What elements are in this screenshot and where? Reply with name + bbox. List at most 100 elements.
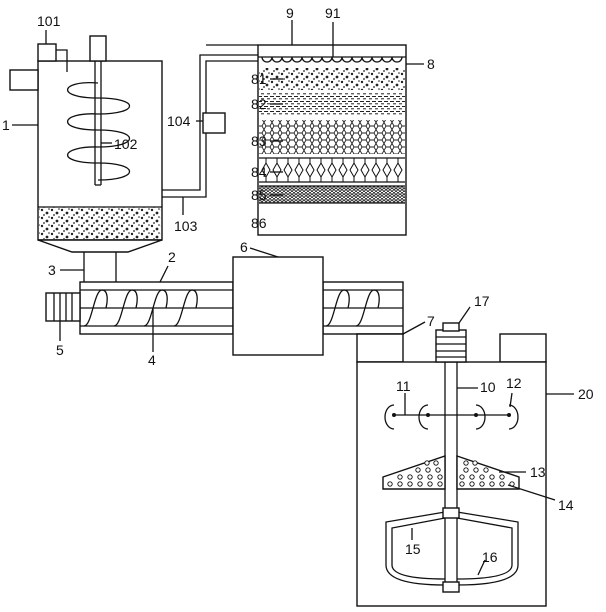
- component-104: [202, 112, 226, 134]
- label-103: 103: [174, 218, 198, 234]
- label-20: 20: [578, 386, 594, 402]
- distributor-hole: [459, 481, 465, 487]
- tank-1-cone: [37, 239, 163, 253]
- label-101: 101: [37, 13, 61, 29]
- distributor-hole: [427, 481, 433, 487]
- distributor-hole: [463, 467, 469, 473]
- distributor-hole: [489, 474, 495, 480]
- distributor-hole: [437, 474, 443, 480]
- label-6: 6: [240, 239, 248, 255]
- distributor-hole: [424, 460, 430, 466]
- label-5: 5: [56, 342, 64, 358]
- distributor-hole: [479, 481, 485, 487]
- label-9: 9: [286, 5, 294, 21]
- pipe-103: [162, 44, 258, 198]
- tank-1: [9, 35, 163, 253]
- label-14: 14: [558, 497, 574, 513]
- layer-84-diamond: [283, 161, 293, 179]
- distributor-hole: [417, 474, 423, 480]
- distributor-hole: [407, 474, 413, 480]
- label-82: 82: [251, 96, 267, 112]
- label-81: 81: [251, 71, 267, 87]
- label-85: 85: [251, 187, 267, 203]
- layer-84-diamond: [349, 161, 359, 179]
- distributor-hole: [435, 467, 441, 473]
- distributor-hole: [407, 481, 413, 487]
- paddles-11: [384, 404, 519, 430]
- layer-81: [259, 68, 405, 90]
- inlet-pipe: [9, 69, 39, 91]
- filter-box-8: [257, 44, 407, 236]
- distributor-hole: [489, 481, 495, 487]
- distributor-hole: [437, 481, 443, 487]
- screw-4: [83, 289, 198, 327]
- label-13: 13: [530, 464, 546, 480]
- layer-82: [259, 92, 405, 116]
- label-86: 86: [251, 215, 267, 231]
- label-12: 12: [506, 375, 522, 391]
- leader-lines: [12, 20, 574, 576]
- distributor-hole: [459, 474, 465, 480]
- motor-5: [45, 292, 81, 322]
- distributor-hole: [415, 467, 421, 473]
- spray-nozzles-91: [261, 56, 403, 63]
- distributor-hole: [499, 474, 505, 480]
- distributor-hole: [417, 481, 423, 487]
- label-7: 7: [427, 313, 435, 329]
- tank-20: [356, 322, 547, 607]
- box-6: [232, 256, 324, 356]
- label-1: 1: [2, 117, 10, 133]
- distributor-hole: [397, 481, 403, 487]
- layer-84-diamond: [261, 161, 271, 179]
- distributor-hole: [463, 460, 469, 466]
- layer-86: [259, 204, 405, 234]
- label-15: 15: [405, 541, 421, 557]
- distributor-hole: [483, 467, 489, 473]
- layer-84-diamond: [360, 161, 370, 179]
- distributor-hole: [397, 474, 403, 480]
- label-10: 10: [480, 379, 496, 395]
- label-3: 3: [48, 262, 56, 278]
- layer-84-diamond: [382, 161, 392, 179]
- tank-1-sediment: [39, 207, 161, 239]
- label-2: 2: [168, 249, 176, 265]
- label-16: 16: [482, 549, 498, 565]
- anchor-stirrer-15: [385, 507, 519, 593]
- distributor-hole: [473, 467, 479, 473]
- layer-83: [259, 120, 405, 154]
- label-17: 17: [474, 293, 490, 309]
- label-84: 84: [251, 164, 267, 180]
- outlet-3: [83, 252, 117, 282]
- label-8: 8: [427, 56, 435, 72]
- layer-85: [259, 186, 405, 203]
- distributor-hole: [479, 474, 485, 480]
- distributor-hole: [433, 460, 439, 466]
- distributor-hole: [472, 460, 478, 466]
- labels: 101 1 102 103 104 9 91 8 81 82 83 84 85 …: [2, 5, 594, 565]
- distributor-13: [382, 455, 520, 490]
- distributor-hole: [499, 481, 505, 487]
- layer-84-diamond: [305, 161, 315, 179]
- distributor-hole: [425, 467, 431, 473]
- label-104: 104: [167, 113, 191, 129]
- label-102: 102: [114, 136, 138, 152]
- screw-flight: [325, 289, 380, 327]
- screw-conveyor-2: [79, 281, 404, 335]
- label-4: 4: [148, 352, 156, 368]
- layer-84-diamond: [294, 161, 304, 179]
- layer-84-diamond: [272, 161, 282, 179]
- layer-84-diamond: [338, 161, 348, 179]
- component-101: [37, 43, 57, 62]
- auger-102: [66, 82, 131, 181]
- label-83: 83: [251, 133, 267, 149]
- distributor-hole: [387, 481, 393, 487]
- layer-84-diamond: [393, 161, 403, 179]
- component-101-line: [56, 49, 68, 72]
- label-91: 91: [325, 5, 341, 21]
- layer-84-diamond: [371, 161, 381, 179]
- label-11: 11: [396, 378, 411, 394]
- screw-flight: [83, 289, 198, 327]
- layer-84-diamond: [327, 161, 337, 179]
